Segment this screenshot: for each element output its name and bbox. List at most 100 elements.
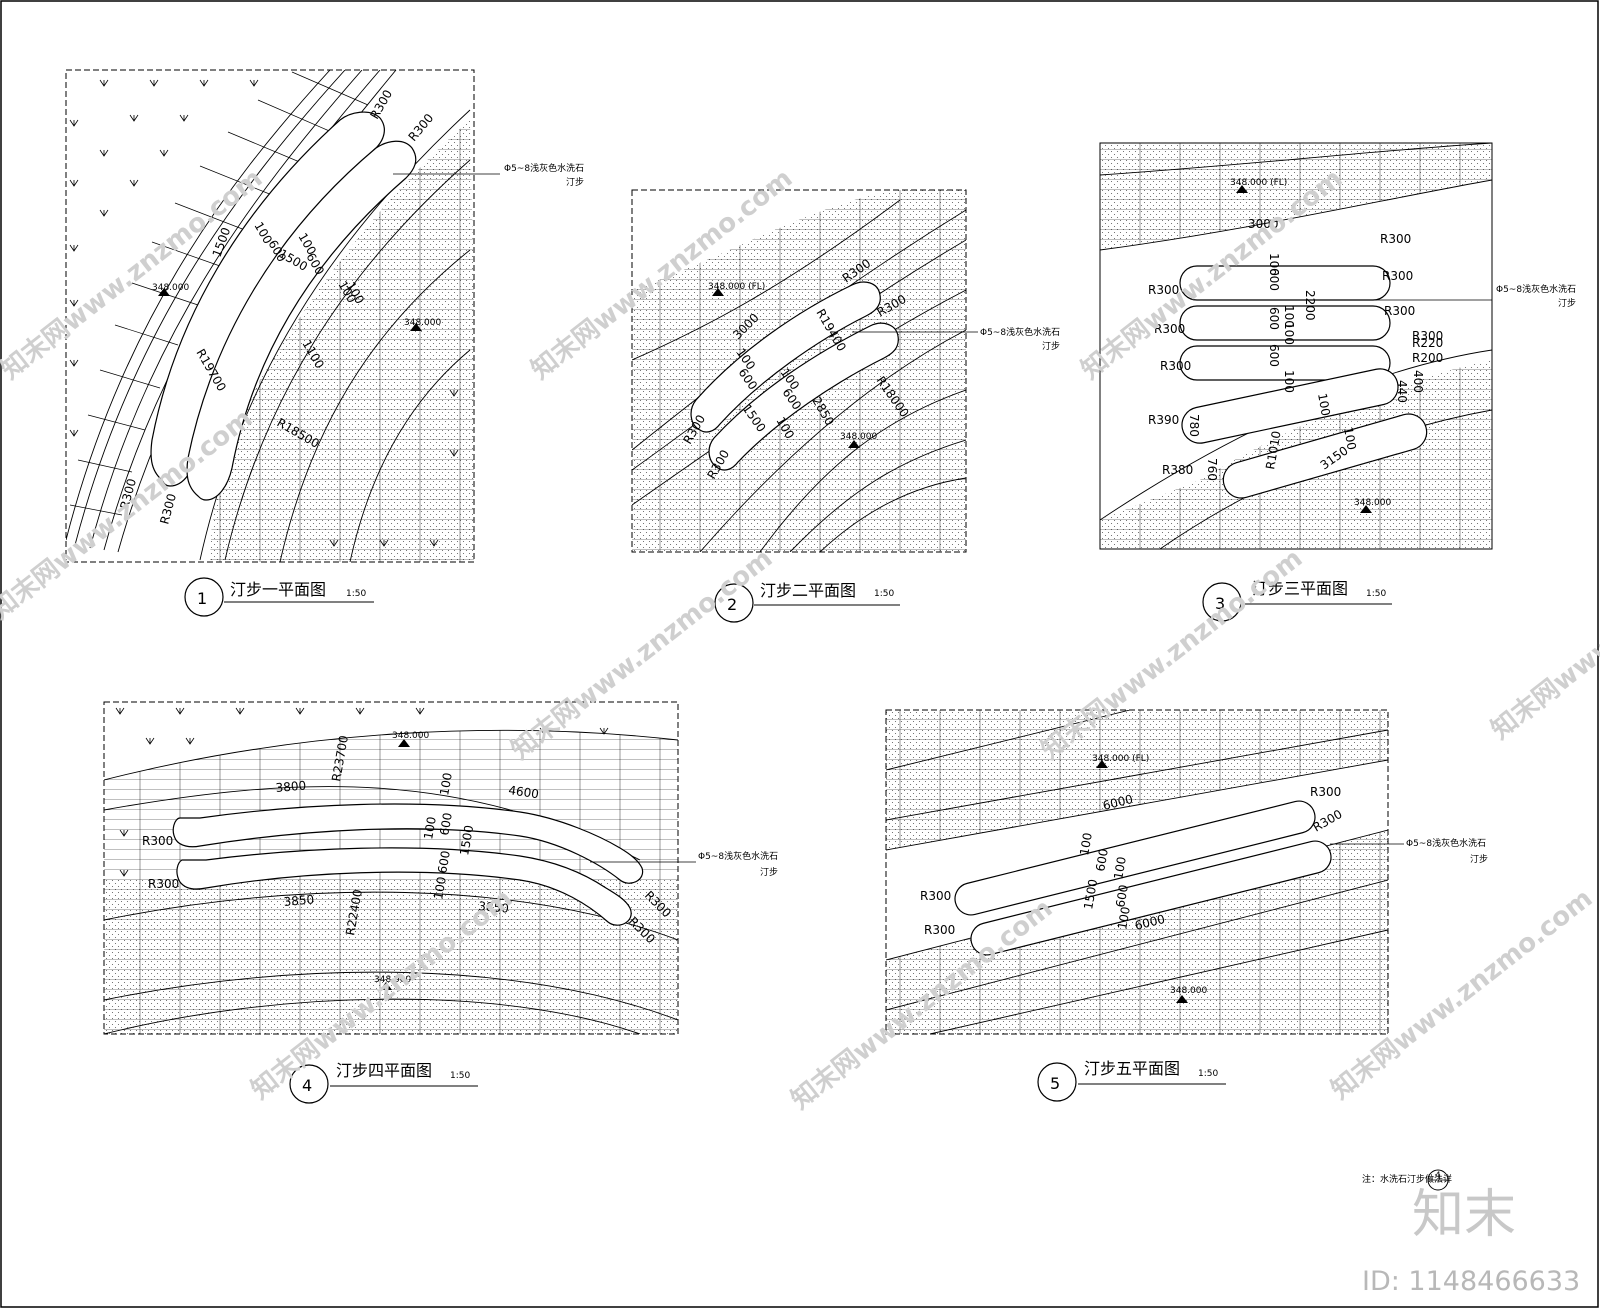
dim-label: 100 (1282, 305, 1296, 328)
dim-label: 100 (1115, 906, 1133, 931)
plan-scale-2: 1:50 (874, 589, 894, 599)
elevation-label: 348.000 (840, 432, 877, 442)
dim-label: 100 (1282, 322, 1296, 345)
material-note-2: Φ5~8浅灰色水洗石 (980, 326, 1060, 338)
material-note-1: Φ5~8浅灰色水洗石 (504, 162, 584, 174)
dim-label: 780 (1187, 414, 1201, 437)
elevation-label: 348.000 (392, 731, 429, 741)
plan-4-dimension-labels: 3800 R23700 100 4600 R300 R300 R300 R300… (142, 731, 674, 990)
material-sub-1: 汀步 (566, 177, 584, 188)
material-sub-5: 汀步 (1470, 854, 1488, 865)
elevation-label: 348.000 (FL) (1092, 754, 1149, 764)
dim-label: R220 (1412, 336, 1443, 350)
plan-title-3: 汀步三平面图 (1252, 579, 1348, 598)
material-sub-4: 汀步 (760, 867, 778, 878)
dim-label: R300 (142, 834, 173, 848)
dim-label: R300 (1384, 304, 1415, 318)
dim-label: 3800 (275, 778, 307, 795)
plan-number-3: 3 (1215, 594, 1225, 613)
plan-2: R300 R300 R300 R300 3000 100 600 100 600… (631, 189, 1060, 623)
dim-label: 3850 (283, 892, 315, 909)
dim-label: 100 (421, 816, 439, 841)
id-text: ID: 1148466633 (1362, 1266, 1580, 1297)
material-note-4: Φ5~8浅灰色水洗石 (698, 850, 778, 862)
dim-label: R300 (148, 877, 179, 891)
plan-title-4: 汀步四平面图 (336, 1061, 432, 1080)
dim-label: R300 (920, 889, 951, 903)
dim-label: R200 (1412, 351, 1443, 365)
dim-label: R300 (1412, 329, 1443, 343)
dim-label: R300 (1154, 322, 1185, 336)
material-sub-2: 汀步 (1042, 341, 1060, 352)
material-note-5: Φ5~8浅灰色水洗石 (1406, 837, 1486, 849)
dim-label: 600 (1267, 268, 1281, 291)
plan-3: 3000 R300 R300 R300 R300 R300 R300 R300 … (1099, 142, 1576, 622)
dim-label: 760 (1205, 458, 1219, 481)
watermark: 知末网www.znzmo.com (1486, 523, 1600, 745)
dim-label: 100 (1315, 392, 1333, 417)
dim-label: 100 (1341, 426, 1359, 451)
elevation-label: 348.000 (374, 975, 411, 985)
footer-note-text: 注：水洗石汀步做法详 (1362, 1173, 1452, 1185)
plan-scale-1: 1:50 (346, 589, 366, 599)
plan-number-1: 1 (197, 589, 207, 608)
dim-label: 4600 (508, 783, 540, 801)
footer-note: 注：水洗石汀步做法详 4 (1362, 1169, 1452, 1191)
plan-5-dimension-labels: 6000 6000 R300 R300 R300 R300 100 600 10… (920, 754, 1345, 1003)
plan-title-2: 汀步二平面图 (760, 581, 856, 600)
dim-label: 600 (1267, 344, 1281, 367)
dim-label: 600 (1113, 884, 1131, 909)
dim-label: R300 (1382, 269, 1413, 283)
dim-label: 2200 (1303, 290, 1317, 321)
dim-label: 1500 (1081, 878, 1100, 911)
dim-label: 600 (435, 850, 453, 875)
plan-4: 3800 R23700 100 4600 R300 R300 R300 R300… (103, 701, 778, 1104)
dim-label: 3850 (478, 899, 510, 916)
dim-label: 100 (437, 772, 455, 797)
dim-label: R380 (1162, 463, 1193, 477)
plan-number-2: 2 (727, 595, 737, 614)
plan-number-5: 5 (1050, 1074, 1060, 1093)
dim-label: R300 (1380, 232, 1411, 246)
logo-text: 知末 (1412, 1185, 1516, 1245)
elevation-label: 348.000 (FL) (708, 282, 765, 292)
dim-label: R300 (367, 87, 395, 121)
plan-1: R300 R300 R300 R300 100 600 100 600 100 … (65, 69, 584, 617)
dim-label: 600 (437, 812, 455, 837)
dim-label: 600 (1267, 307, 1281, 330)
dim-label: R300 (406, 111, 437, 144)
elevation-label: 348.000 (1170, 986, 1207, 996)
elevation-label: 348.000 (1354, 498, 1391, 508)
dim-label: 3000 (1248, 217, 1279, 231)
dim-label: R300 (924, 923, 955, 937)
dim-label: 100 (1111, 856, 1129, 881)
dim-label: R1010 (1263, 430, 1284, 471)
dim-label: 600 (1093, 848, 1111, 873)
elevation-label: 348.000 (404, 318, 441, 328)
elevation-label: 348.000 (FL) (1230, 178, 1287, 188)
dim-label: 100 (431, 876, 449, 901)
plan-5: 6000 6000 R300 R300 R300 R300 100 600 10… (885, 709, 1488, 1102)
dim-label: R390 (1148, 413, 1179, 427)
plan-scale-4: 1:50 (450, 1071, 470, 1081)
material-note-3: Φ5~8浅灰色水洗石 (1496, 283, 1576, 295)
dim-label: R300 (1160, 359, 1191, 373)
dim-label: 100 (1267, 253, 1281, 276)
plan-number-4: 4 (302, 1076, 312, 1095)
dim-label: 1500 (457, 824, 476, 857)
dim-label: R300 (1310, 785, 1341, 799)
plan-title-5: 汀步五平面图 (1084, 1059, 1180, 1078)
plan-scale-3: 1:50 (1366, 589, 1386, 599)
plan-scale-5: 1:50 (1198, 1069, 1218, 1079)
dim-label: 100 (1077, 832, 1095, 857)
material-sub-3: 汀步 (1558, 298, 1576, 309)
footer-ref: 4 (1435, 1171, 1441, 1181)
dim-label: 100 (1282, 370, 1296, 393)
ground-symbols-4 (115, 707, 609, 877)
dim-label: 400 (1411, 370, 1425, 393)
plan-title-1: 汀步一平面图 (230, 580, 326, 599)
dim-label: 440 (1395, 380, 1409, 403)
elevation-label: 348.000 (152, 283, 189, 293)
